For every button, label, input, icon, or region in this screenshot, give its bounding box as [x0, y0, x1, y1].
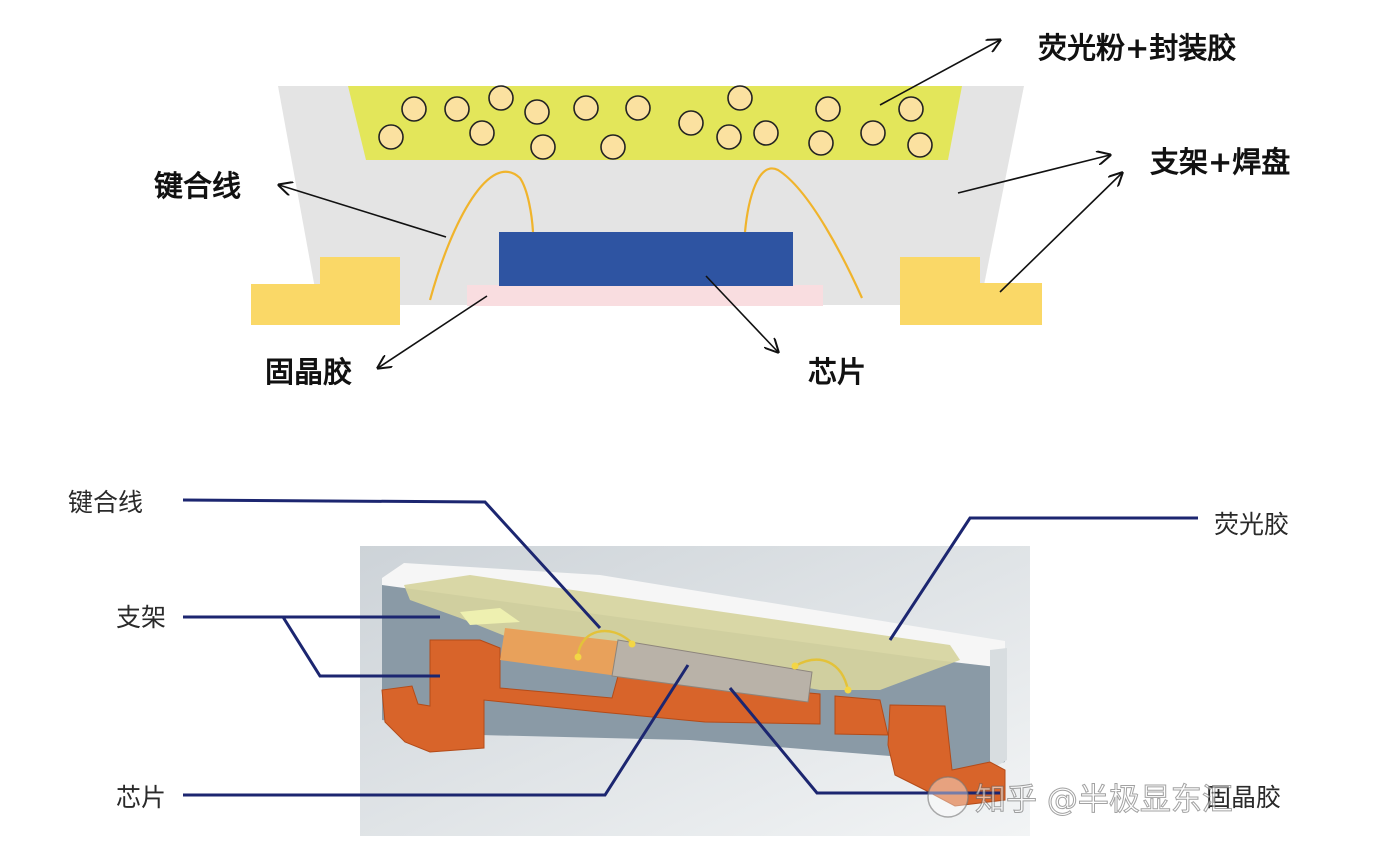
label-chip-top: 芯片 [808, 355, 866, 389]
chip-pad [500, 628, 625, 676]
pad-right [900, 257, 1042, 325]
leader-lines [182, 498, 1198, 797]
chip-block [611, 639, 813, 703]
pad-left [251, 257, 400, 325]
label-bond-wire-bottom: 键合线 [68, 488, 143, 517]
label-phosphor-encapsulant: 荧光粉+封装胶 [1038, 31, 1236, 65]
copper-lead-frame [381, 639, 1006, 807]
die-attach [467, 285, 823, 306]
chip [499, 232, 793, 286]
top-schematic: 荧光粉+封装胶 支架+焊盘 键合线 固晶胶 芯片 [154, 31, 1290, 389]
bond-wire-dots [574, 640, 852, 694]
label-phosphor-glue: 荧光胶 [1214, 510, 1289, 539]
bottom-cross-section: 键合线 支架 芯片 荧光胶 固晶胶 [68, 488, 1289, 836]
label-bracket-bottom: 支架 [116, 603, 166, 632]
bond-wire-right [743, 167, 864, 299]
label-bracket-pad: 支架+焊盘 [1150, 145, 1290, 179]
watermark: 知乎 @半极显东汇 [927, 776, 1233, 819]
phosphor-glue-layer [404, 575, 960, 690]
phosphor-glue-highlight [460, 608, 520, 625]
top-arrows [279, 40, 1122, 368]
housing-end-face [990, 648, 1007, 770]
label-chip-bottom: 芯片 [116, 783, 166, 812]
bond-wire-left [428, 170, 535, 301]
label-bond-wire-top: 键合线 [154, 169, 241, 203]
phosphor-particles [378, 85, 933, 160]
watermark-text: 知乎 @半极显东汇 [975, 782, 1233, 818]
zhihu-logo-icon [927, 776, 969, 818]
label-die-attach-top: 固晶胶 [265, 355, 352, 389]
label-die-attach-bottom: 固晶胶 [1206, 783, 1281, 812]
bond-wires-3d [576, 629, 850, 691]
